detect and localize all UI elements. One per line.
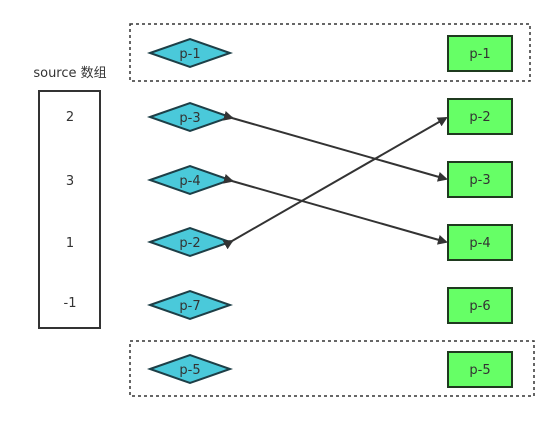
arrow-p3-to-p3	[222, 110, 448, 182]
new-node-label: p-2	[469, 110, 490, 125]
source-value-0: 2	[66, 110, 74, 125]
new-node-p2: p-2	[447, 98, 513, 135]
new-node-p6: p-6	[447, 287, 513, 324]
bottom-dashed-group	[129, 340, 535, 397]
old-node-label: p-3	[179, 111, 200, 126]
old-node-label: p-5	[179, 363, 200, 378]
new-node-label: p-1	[469, 47, 490, 62]
source-value-3: -1	[64, 296, 77, 311]
new-node-p4: p-4	[447, 224, 513, 261]
old-node-label: p-4	[179, 174, 200, 189]
new-node-p5: p-5	[447, 351, 513, 388]
arrow-p4-to-p4	[222, 173, 448, 245]
old-node-label: p-1	[179, 47, 200, 62]
source-array-title: source 数组	[33, 66, 106, 81]
source-value-1: 3	[66, 174, 74, 189]
old-node-label: p-2	[179, 236, 200, 251]
new-node-label: p-4	[469, 236, 490, 251]
new-node-p3: p-3	[447, 161, 513, 198]
old-node-p7: p-7	[146, 289, 234, 321]
new-node-label: p-3	[469, 173, 490, 188]
old-node-p2: p-2	[146, 226, 234, 258]
new-node-label: p-6	[469, 299, 490, 314]
old-node-label: p-7	[179, 299, 200, 314]
old-node-p4: p-4	[146, 164, 234, 196]
new-node-p1: p-1	[447, 35, 513, 72]
source-array-box	[38, 90, 101, 329]
old-node-p1: p-1	[146, 37, 234, 69]
source-value-2: 1	[66, 236, 74, 251]
arrow-p2-to-p2	[222, 117, 448, 250]
old-node-p5: p-5	[146, 353, 234, 385]
new-node-label: p-5	[469, 363, 490, 378]
old-node-p3: p-3	[146, 101, 234, 133]
top-dashed-group	[129, 23, 531, 82]
